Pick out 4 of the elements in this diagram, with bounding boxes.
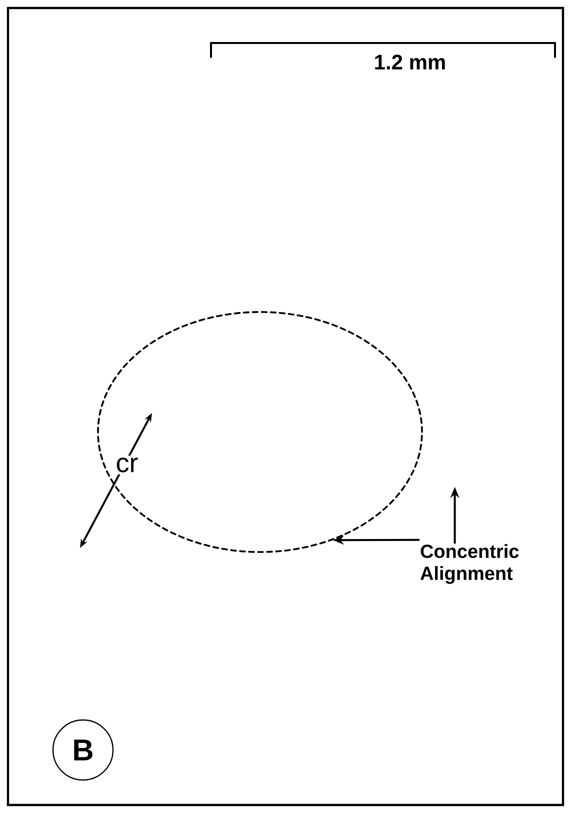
panel-letter: B <box>52 719 114 781</box>
callout-text: Concentric Alignment <box>420 544 519 584</box>
scale-label: 1.2 mm <box>375 54 445 70</box>
direction-label: cr <box>114 456 140 474</box>
